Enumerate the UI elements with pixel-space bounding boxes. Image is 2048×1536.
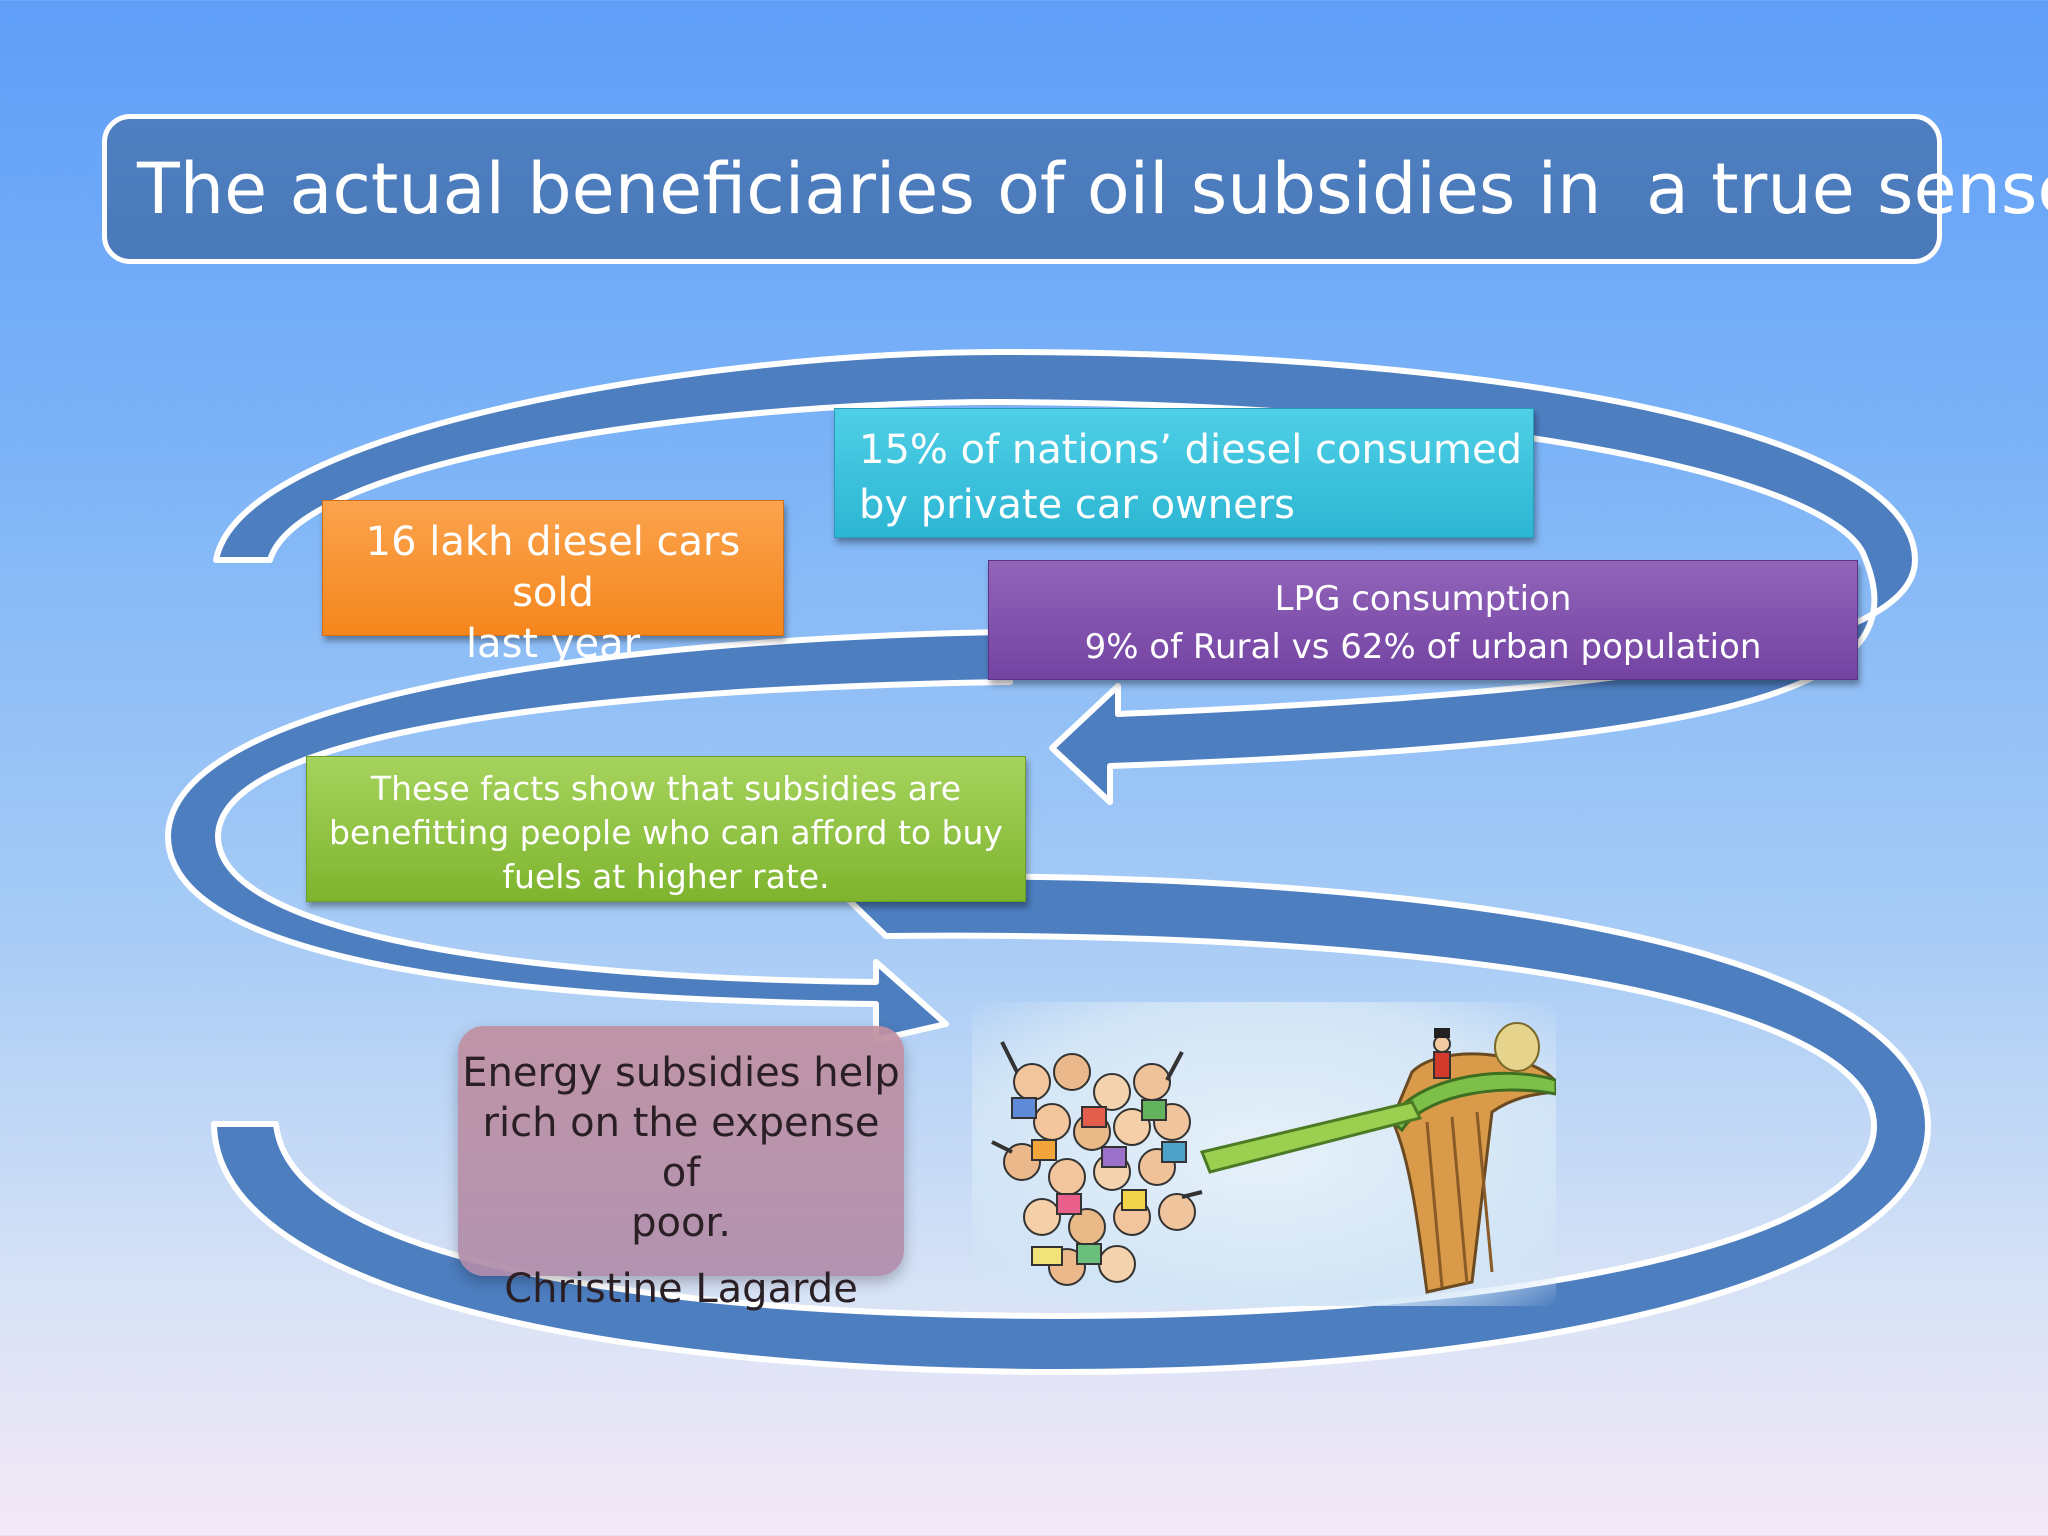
lpg-line-1: LPG consumption [1274,579,1572,619]
conclusion-line-2: benefitting people who can afford to buy [329,813,1003,852]
quote-author: Christine Lagarde [504,1266,858,1312]
diesel-share-line-1: 15% of nations’ diesel consumed [859,427,1523,473]
lpg-line-2: 9% of Rural vs 62% of urban population [1084,627,1762,667]
quote-box: Energy subsidies help rich on the expens… [458,1026,904,1312]
diesel-cars-line-1: 16 lakh diesel cars sold [365,519,741,616]
quote-line-1: Energy subsidies help [462,1050,900,1096]
crowd-cliff-illustration [972,1002,1558,1306]
diesel-share-box: 15% of nations’ diesel consumed by priva… [834,408,1534,538]
diesel-cars-box: 16 lakh diesel cars sold last year [322,500,784,667]
diesel-share-line-2: by private car owners [859,482,1296,528]
arrow-loop-bottom [211,873,1931,1375]
conclusion-line-3: fuels at higher rate. [502,857,830,896]
crowd-falling-off-cliff-icon [991,1022,1558,1294]
arrow-loop-top [213,349,1918,805]
slide-title: The actual beneficiaries of oil subsidie… [102,114,2048,264]
quote-line-2: rich on the expense of [482,1100,880,1196]
conclusion-line-1: These facts show that subsidies are [370,769,962,808]
quote-line-3: poor. [631,1200,731,1246]
diesel-cars-line-2: last year [465,621,641,667]
lpg-box: LPG consumption 9% of Rural vs 62% of ur… [988,560,1858,680]
conclusion-box: These facts show that subsidies are bene… [306,756,1026,902]
